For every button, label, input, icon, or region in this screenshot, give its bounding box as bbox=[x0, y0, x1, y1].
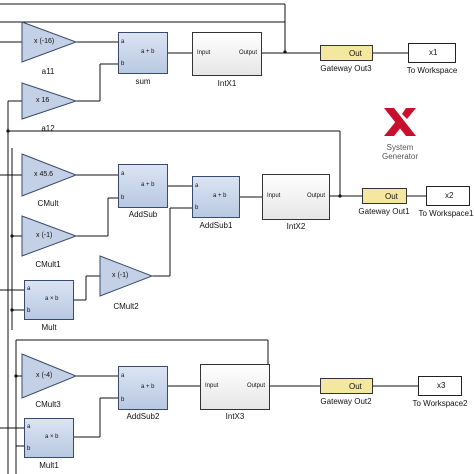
gain-cmult1 bbox=[21, 215, 78, 257]
adder-addsub1[interactable]: a b a + b bbox=[192, 176, 240, 218]
mult1-label: Mult1 bbox=[39, 461, 59, 470]
gain-a11-label: a11 bbox=[41, 67, 55, 76]
logo-line2: Generator bbox=[381, 152, 419, 161]
integrator-intx2[interactable]: Input Output bbox=[262, 174, 330, 220]
adder-addsub2-label: AddSub2 bbox=[126, 412, 160, 421]
to-workspace2-label: To Workspace2 bbox=[412, 399, 468, 408]
gateway-out1[interactable]: Out bbox=[362, 188, 407, 204]
adder-sum[interactable]: a b a + b bbox=[118, 32, 168, 74]
integrator-intx3-label: IntX3 bbox=[225, 412, 245, 421]
gain-cmult3 bbox=[21, 353, 78, 399]
gateway-out3[interactable]: Out bbox=[320, 45, 373, 61]
gain-cmult-label: CMult bbox=[37, 199, 59, 208]
gain-a12-param: x 16 bbox=[36, 97, 50, 104]
gain-a11 bbox=[21, 21, 78, 63]
integrator-intx2-label: IntX2 bbox=[286, 222, 306, 231]
gateway-out2-label: Gateway Out2 bbox=[320, 397, 372, 406]
gain-cmult2 bbox=[99, 255, 154, 297]
integrator-intx1-label: IntX1 bbox=[217, 79, 237, 88]
mult-label: Mult bbox=[41, 323, 57, 332]
gain-a12 bbox=[21, 82, 78, 120]
to-workspace-label: To Workspace bbox=[406, 66, 458, 75]
gateway-out2[interactable]: Out bbox=[320, 378, 373, 394]
gain-cmult1-param: x (-1) bbox=[36, 232, 53, 239]
gain-a12-label: a12 bbox=[41, 124, 55, 133]
to-workspace-x1[interactable]: x1 bbox=[408, 43, 456, 63]
gain-cmult3-label: CMult3 bbox=[35, 400, 61, 409]
mult-block[interactable]: a b a × b bbox=[24, 280, 74, 320]
gain-cmult1-label: CMult1 bbox=[35, 260, 61, 269]
integrator-intx3[interactable]: Input Output bbox=[200, 364, 270, 410]
logo-line1: System bbox=[386, 143, 414, 152]
gain-cmult-param: x 45.6 bbox=[34, 171, 54, 178]
adder-addsub[interactable]: a b a + b bbox=[118, 164, 168, 208]
gain-a11-param: x (-16) bbox=[34, 38, 55, 45]
gain-cmult2-param: x (-1) bbox=[112, 272, 129, 279]
gateway-out3-label: Gateway Out3 bbox=[320, 64, 372, 73]
adder-addsub1-label: AddSub1 bbox=[199, 221, 233, 230]
system-generator-logo-icon[interactable] bbox=[380, 104, 420, 140]
gain-cmult3-param: x (-4) bbox=[36, 372, 53, 379]
integrator-intx1[interactable]: Input Output bbox=[192, 32, 262, 76]
adder-addsub2[interactable]: a b a + b bbox=[118, 366, 168, 410]
gain-cmult2-label: CMult2 bbox=[113, 302, 139, 311]
mult1-block[interactable]: a b a × b bbox=[24, 418, 74, 458]
adder-addsub-label: AddSub bbox=[128, 210, 158, 219]
to-workspace1-x2[interactable]: x2 bbox=[426, 186, 470, 206]
to-workspace1-label: To Workspace1 bbox=[418, 209, 474, 218]
adder-sum-label: sum bbox=[135, 77, 151, 86]
gain-cmult bbox=[21, 153, 78, 197]
to-workspace2-x3[interactable]: x3 bbox=[418, 376, 462, 396]
gateway-out1-label: Gateway Out1 bbox=[358, 207, 410, 216]
